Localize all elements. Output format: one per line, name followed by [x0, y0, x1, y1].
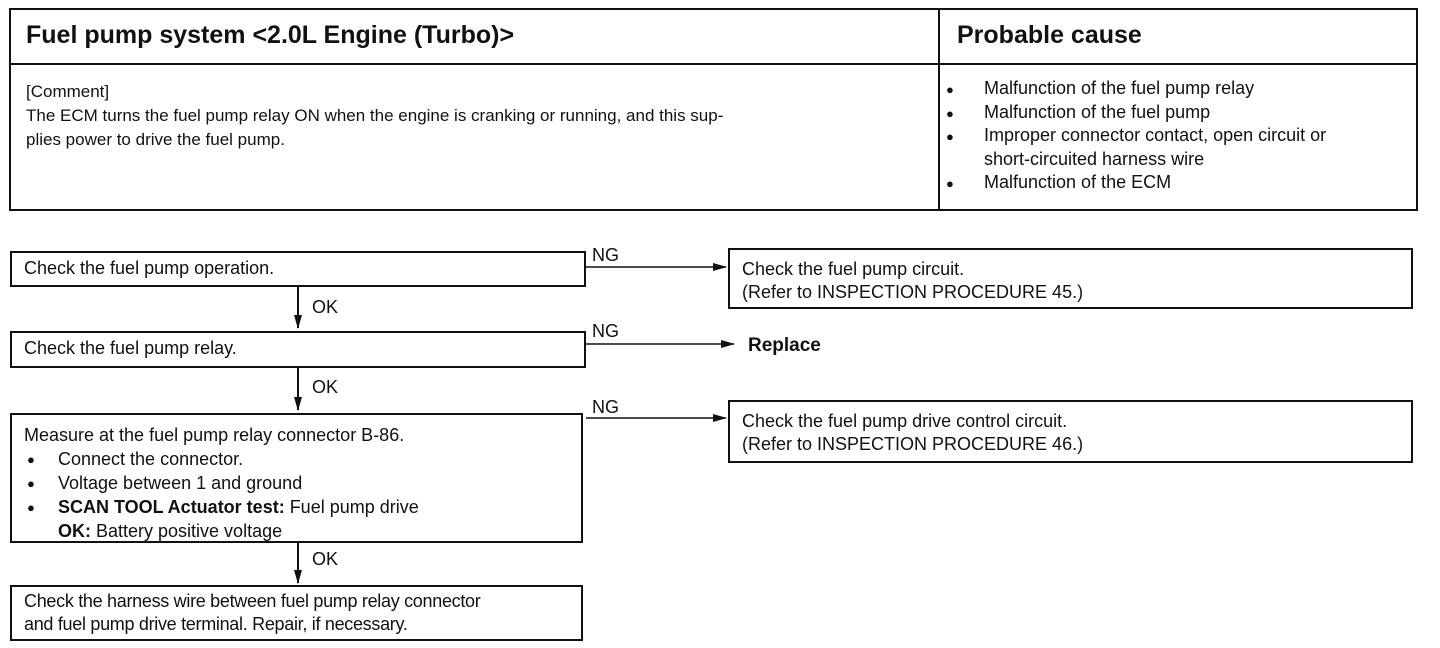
- condition-item-scan-tool: ●SCAN TOOL Actuator test: Fuel pump driv…: [27, 497, 419, 517]
- ok-label: OK: [312, 297, 339, 317]
- step-text-line-2: and fuel pump drive terminal. Repair, if…: [24, 614, 408, 634]
- step-check-fuel-pump-operation: Check the fuel pump operation.: [10, 251, 586, 287]
- comment-label: [Comment]: [26, 82, 110, 101]
- condition-item: ●Voltage between 1 and ground: [27, 473, 303, 493]
- system-title: Fuel pump system <2.0L Engine (Turbo)>: [26, 21, 515, 49]
- result-check-drive-control-circuit: Check the fuel pump drive control circui…: [728, 400, 1413, 463]
- probable-cause-list: Malfunction of the fuel pump relay Malfu…: [946, 77, 1414, 195]
- step-measure-relay-connector: Measure at the fuel pump relay connector…: [10, 413, 583, 543]
- comment-block: [Comment] The ECM turns the fuel pump re…: [26, 80, 926, 152]
- comment-text-line-1: The ECM turns the fuel pump relay ON whe…: [26, 106, 724, 125]
- cause-item: Improper connector contact, open circuit…: [946, 124, 1414, 148]
- header-divider-vertical: [938, 8, 940, 211]
- step-check-harness-wire: Check the harness wire between fuel pump…: [10, 585, 583, 641]
- comment-text-line-2: plies power to drive the fuel pump.: [26, 130, 285, 149]
- ng-label: NG: [592, 245, 619, 265]
- cause-item: Malfunction of the fuel pump relay: [946, 77, 1414, 101]
- step-text: Check the fuel pump relay.: [24, 338, 237, 358]
- cause-item: Malfunction of the fuel pump: [946, 101, 1414, 124]
- ok-label: OK: [312, 549, 339, 569]
- cause-item: Malfunction of the ECM: [946, 171, 1414, 195]
- condition-item: ●Connect the connector.: [27, 449, 244, 469]
- result-replace: Replace: [748, 335, 821, 356]
- step-text-line-1: Check the harness wire between fuel pump…: [24, 591, 481, 611]
- result-check-fuel-pump-circuit: Check the fuel pump circuit. (Refer to I…: [728, 248, 1413, 309]
- result-text-line-2: (Refer to INSPECTION PROCEDURE 45.): [742, 282, 1084, 302]
- step-check-fuel-pump-relay: Check the fuel pump relay.: [10, 331, 586, 368]
- ok-criteria: OK: Battery positive voltage: [58, 521, 283, 541]
- ng-label: NG: [592, 397, 619, 417]
- result-text-line-2: (Refer to INSPECTION PROCEDURE 46.): [742, 434, 1084, 454]
- result-text-line-1: Check the fuel pump circuit.: [742, 259, 965, 279]
- measure-conditions-list: ●Connect the connector. ●Voltage between…: [24, 447, 569, 543]
- ok-label: OK: [312, 377, 339, 397]
- cause-item-continuation: short-circuited harness wire: [984, 148, 1205, 169]
- step-title: Measure at the fuel pump relay connector…: [24, 425, 405, 445]
- header-table: [9, 8, 1418, 211]
- header-divider-horizontal: [9, 63, 1418, 65]
- step-text: Check the fuel pump operation.: [24, 258, 275, 278]
- result-text-line-1: Check the fuel pump drive control circui…: [742, 411, 1068, 431]
- probable-cause-title: Probable cause: [957, 21, 1142, 49]
- ng-label: NG: [592, 321, 619, 341]
